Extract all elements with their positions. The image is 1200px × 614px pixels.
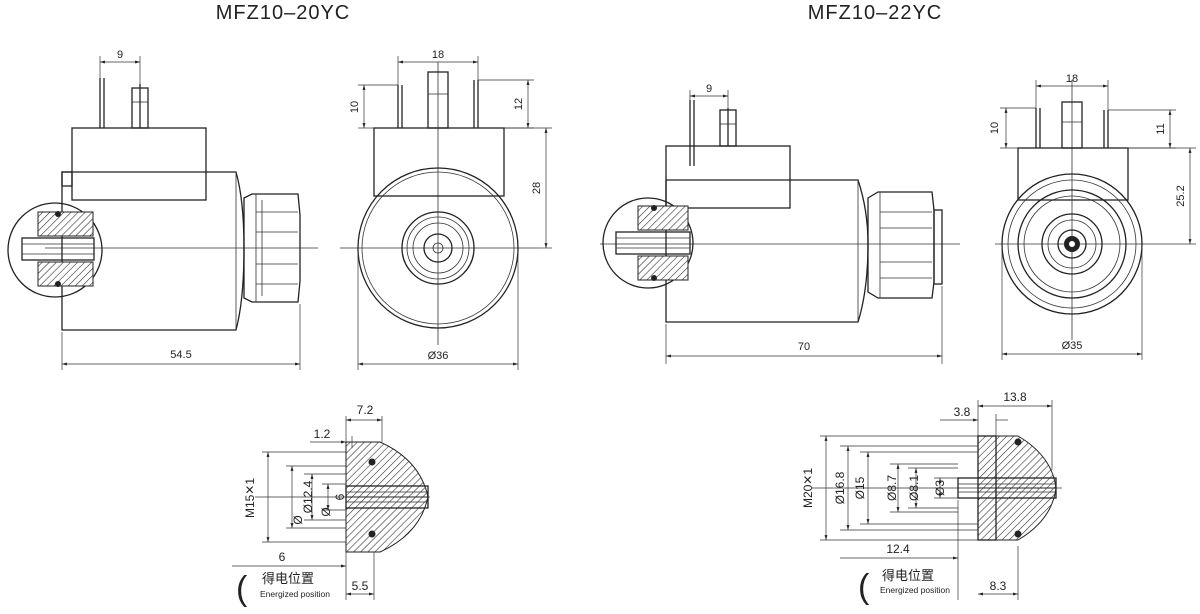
right-detail-d87: Ø8.7 [885,475,899,501]
left-connector-box [71,127,207,201]
right-dim-pin-offset: 9 [706,83,712,95]
right-nut [867,191,935,299]
left-dim-diameter: Ø36 [428,350,449,362]
svg-text:(: ( [236,570,248,608]
right-coil-body [665,179,869,323]
right-dim-length: 70 [798,341,810,353]
right-detail-d81: Ø8.1 [907,475,921,501]
right-detail-d15: Ø15 [853,476,867,499]
left-dim-pin-spacing: 18 [432,49,444,61]
left-dim-pin-offset: 9 [117,49,123,61]
right-detail-bottom: 12.4 [886,542,910,556]
left-detail-inner-small: 6 [333,493,347,500]
left-dim-pin-len-right: 12 [513,98,525,110]
left-detail-stroke: 5.5 [352,579,369,593]
left-dim-pin-len-left: 10 [349,101,361,113]
right-detail: 13.8 3.8 M20✕1 Ø16.8 Ø15 Ø8.7 Ø8.1 Ø3 12… [801,390,1062,606]
left-dim-length: 54.5 [170,349,191,361]
left-front-view: 18 10 12 28 Ø36 [340,49,552,370]
right-dim-pin-spacing: 18 [1066,73,1078,85]
svg-text:(: ( [858,568,870,606]
right-detail-caption-en: Energized position [880,585,950,595]
right-detail-thread: M20✕1 [801,468,815,508]
right-front-view: 18 10 11 25.2 Ø35 [989,73,1196,360]
left-detail-d-mid: Ø12.4 [301,480,315,513]
right-section-bubble [602,197,694,289]
left-detail-step: 1.2 [314,427,331,441]
left-side-view: 9 54.5 [7,49,318,370]
title-right: MFZ10–22YC [808,2,943,24]
left-detail-top: 7.2 [357,403,374,417]
left-detail-bottom: 6 [279,550,286,564]
right-detail-caption-cn: 得电位置 [882,568,934,583]
right-detail-d3: Ø3 [933,480,947,496]
left-detail: 7.2 1.2 M15✕1 Ø Ø12.4 Ø 6 6 5.5 ( 得电位置 E… [232,403,430,608]
right-dim-pin-len-right: 11 [1155,123,1167,134]
right-detail-step: 3.8 [954,405,971,419]
right-front-outer-circle [1001,173,1143,315]
left-detail-caption-cn: 得电位置 [262,571,314,586]
title-left: MFZ10–20YC [216,2,351,24]
left-dim-height: 28 [531,182,543,194]
left-front-connector [373,127,505,197]
right-detail-stroke: 8.3 [990,579,1007,593]
left-detail-thread: M15✕1 [243,478,257,518]
right-connector-box [665,145,791,209]
left-detail-d-inner: Ø [319,507,333,516]
right-detail-d16: Ø16.8 [833,471,847,504]
right-side-view: 9 70 [600,83,960,364]
left-detail-d-outer: Ø [291,515,305,524]
left-front-outer-circle [357,167,519,329]
right-dim-pin-len-left: 10 [989,122,1001,134]
left-detail-caption-en: Energized position [260,589,330,599]
right-dim-height: 25.2 [1175,185,1187,206]
right-detail-top: 13.8 [1003,390,1027,404]
left-nut [243,193,301,303]
left-section-bubble [7,202,103,298]
right-dim-diameter: Ø35 [1062,340,1083,352]
left-coil-body [61,171,245,331]
